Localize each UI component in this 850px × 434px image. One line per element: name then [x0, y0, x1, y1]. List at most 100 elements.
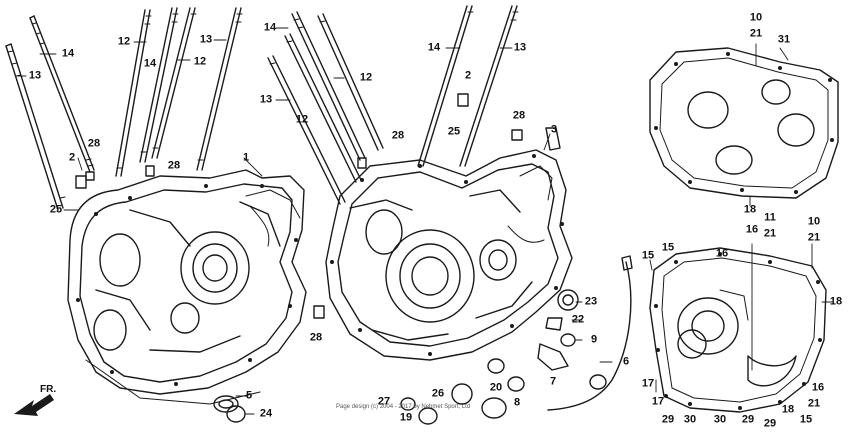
o-ring-24	[226, 405, 246, 423]
dowel-pin-2-center	[457, 93, 469, 107]
stud-bolts-center	[267, 5, 519, 205]
callout-c18: 13	[513, 41, 527, 54]
callout-c32: 22	[571, 313, 585, 326]
callout-c14: 13	[259, 93, 273, 106]
callout-c30: 8	[513, 396, 521, 409]
callout-c53: 30	[713, 413, 727, 426]
case-bolt-holes-left	[76, 184, 298, 386]
leader-lines	[17, 27, 833, 415]
callout-c6: 12	[117, 35, 131, 48]
callout-c10: 28	[167, 159, 181, 172]
callout-c13: 12	[359, 71, 373, 84]
stud-bolt-14-c	[291, 11, 366, 161]
callout-c54: 29	[741, 413, 755, 426]
callout-c2: 13	[28, 69, 42, 82]
case-bolt-holes-center	[330, 154, 564, 356]
callout-c33: 9	[590, 333, 598, 346]
callout-c19: 2	[464, 69, 472, 82]
callout-c58: 16	[811, 381, 825, 394]
callout-c16: 28	[391, 129, 405, 142]
callout-c22: 3	[550, 123, 558, 136]
callout-c34: 7	[549, 375, 557, 388]
callout-c51: 29	[661, 413, 675, 426]
callout-c23: 28	[309, 331, 323, 344]
plate-22	[545, 317, 563, 331]
front-direction-arrow	[14, 394, 54, 416]
callout-c38: 31	[777, 33, 791, 46]
callout-c20: 25	[447, 125, 461, 138]
callout-c50: 17	[651, 395, 665, 408]
callout-c55: 29	[763, 417, 777, 430]
callout-c45: 15	[661, 241, 675, 254]
stud-bolt-13-left	[5, 43, 64, 211]
callout-c36: 10	[749, 11, 763, 24]
bolt-9	[560, 333, 576, 347]
plug-19	[418, 407, 438, 425]
callout-c3: 28	[87, 137, 101, 150]
callout-c42: 16	[745, 223, 759, 236]
callout-c15: 12	[295, 113, 309, 126]
stud-bolt-14-left	[29, 15, 95, 173]
dowel-pin-28-c	[357, 157, 367, 169]
dowel-pin-28-b	[145, 165, 155, 177]
sensor-7	[537, 343, 569, 371]
stud-bolt-14-b	[139, 7, 178, 163]
stud-bolt-13-b	[196, 7, 242, 171]
callout-c1: 14	[61, 47, 75, 60]
callout-c17: 14	[427, 41, 441, 54]
washer-27	[400, 397, 416, 411]
dowel-pin-28-left	[85, 171, 95, 181]
callout-c44: 21	[807, 231, 821, 244]
callout-c46: 15	[641, 249, 655, 262]
front-direction-label: FR.	[40, 384, 57, 395]
callout-c9: 13	[199, 33, 213, 46]
callout-c21: 28	[512, 109, 526, 122]
o-ring-26	[451, 383, 473, 405]
upper-cover-gasket	[649, 47, 839, 199]
callout-c35: 6	[622, 355, 630, 368]
callout-c12: 14	[263, 21, 277, 34]
left-crankcase	[67, 169, 307, 405]
callout-c47: 16	[715, 247, 729, 260]
dowel-pin-28-e	[313, 305, 325, 319]
lower-cover	[649, 247, 827, 413]
stud-bolt-12-a	[115, 9, 151, 177]
callout-c37: 21	[749, 27, 763, 40]
callout-c5: 25	[49, 203, 63, 216]
stud-bolt-14-d	[417, 5, 473, 167]
stud-bolt-12-c	[317, 13, 384, 151]
wire-harness-6	[547, 261, 632, 411]
callout-c43: 21	[763, 227, 777, 240]
stud-bolt-12-b	[151, 7, 196, 159]
callout-c41: 10	[807, 215, 821, 228]
cap-23	[557, 289, 579, 311]
callout-c40: 11	[764, 211, 776, 224]
o-ring-20	[487, 358, 505, 374]
callout-c25: 24	[259, 407, 273, 420]
callout-c31: 23	[584, 295, 598, 308]
stud-bolt-13-d	[459, 5, 518, 167]
dowel-pin-left	[75, 175, 87, 189]
breather-pipe-3	[545, 127, 561, 151]
callout-c24: 5	[245, 389, 253, 402]
callout-c56: 18	[781, 403, 795, 416]
copyright-footer: Page design (c) 2004 - 2017 by Nehmet Sp…	[336, 404, 471, 410]
stud-bolt-13-c	[267, 55, 346, 205]
callout-c59: 21	[807, 397, 821, 410]
callout-c26: 27	[377, 395, 391, 408]
callout-c4: 2	[68, 151, 76, 164]
oil-seal-5	[213, 395, 239, 413]
sensor-cover	[481, 397, 507, 419]
stud-bolts-left	[5, 7, 243, 211]
callout-c27: 19	[399, 411, 413, 424]
callout-c29: 20	[489, 381, 503, 394]
small-parts	[75, 93, 633, 425]
callout-c28: 26	[431, 387, 445, 400]
callout-c49: 17	[641, 377, 655, 390]
callout-c57: 15	[799, 413, 813, 426]
callout-c39: 18	[743, 203, 757, 216]
callout-c8: 12	[193, 55, 207, 68]
dowel-pin-28-d	[511, 129, 523, 141]
callout-c48: 18	[829, 295, 843, 308]
